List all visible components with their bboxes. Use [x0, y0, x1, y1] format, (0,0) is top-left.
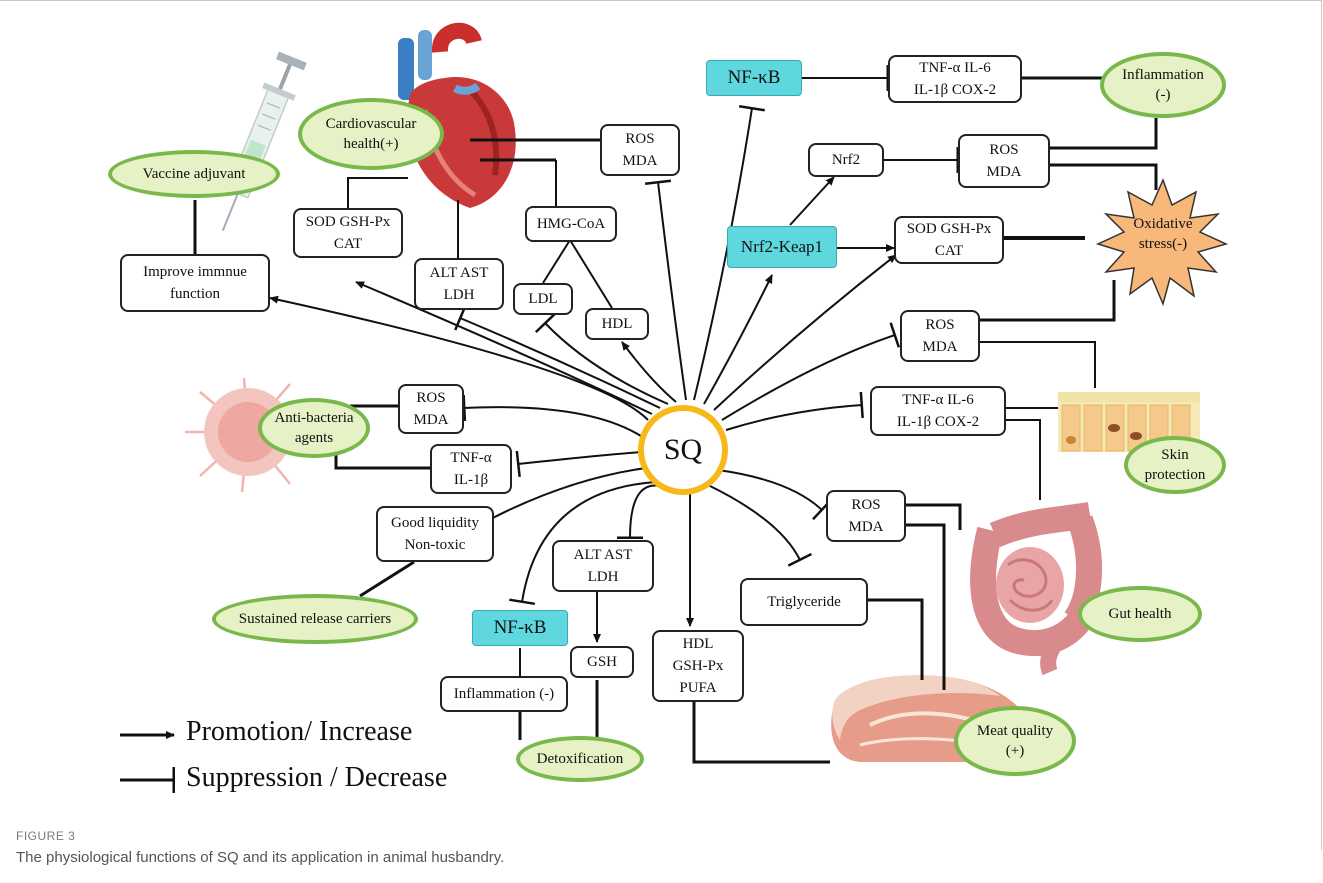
- legend-promotion: Promotion/ Increase: [186, 716, 413, 747]
- figure-label: FIGURE 3: [16, 829, 76, 843]
- detoxification-oval: Detoxification: [516, 736, 644, 782]
- heart-illustration: [398, 22, 516, 209]
- vaccine-adjuvant-oval: Vaccine adjuvant: [108, 150, 280, 198]
- hmg-coa-box: HMG-CoA: [525, 206, 617, 242]
- syringe-illustration: [221, 51, 307, 232]
- nrf2-box: Nrf2: [808, 143, 884, 177]
- sq-node: SQ: [638, 405, 728, 495]
- tnf-top-box: TNF-α IL-6 IL-1β COX-2: [888, 55, 1022, 103]
- nrf2-keap1-box: Nrf2-Keap1: [727, 226, 837, 268]
- oxidative-burst: [1095, 177, 1229, 307]
- intestine-illustration: [970, 502, 1102, 676]
- inflammation-box: Inflammation (-): [440, 676, 568, 712]
- figure-caption: The physiological functions of SQ and it…: [16, 849, 505, 866]
- inflammation-oval: Inflammation(-): [1100, 52, 1226, 118]
- legend-suppression: Suppression / Decrease: [186, 762, 448, 793]
- gut-health-oval: Gut health: [1078, 586, 1202, 642]
- tnf-mid-box: TNF-α IL-6 IL-1β COX-2: [870, 386, 1006, 436]
- meat-quality-oval: Meat quality(+): [954, 706, 1076, 776]
- triglyceride-box: Triglyceride: [740, 578, 868, 626]
- ldl-box: LDL: [513, 283, 573, 315]
- figure-frame: [0, 0, 1322, 850]
- connectors: [120, 65, 1158, 793]
- gsh-box: GSH: [570, 646, 634, 678]
- hdl-box: HDL: [585, 308, 649, 340]
- nfkb-top-box: NF-κB: [706, 60, 802, 96]
- nfkb-bottom-box: NF-κB: [472, 610, 568, 646]
- sustained-release-oval: Sustained release carriers: [212, 594, 418, 644]
